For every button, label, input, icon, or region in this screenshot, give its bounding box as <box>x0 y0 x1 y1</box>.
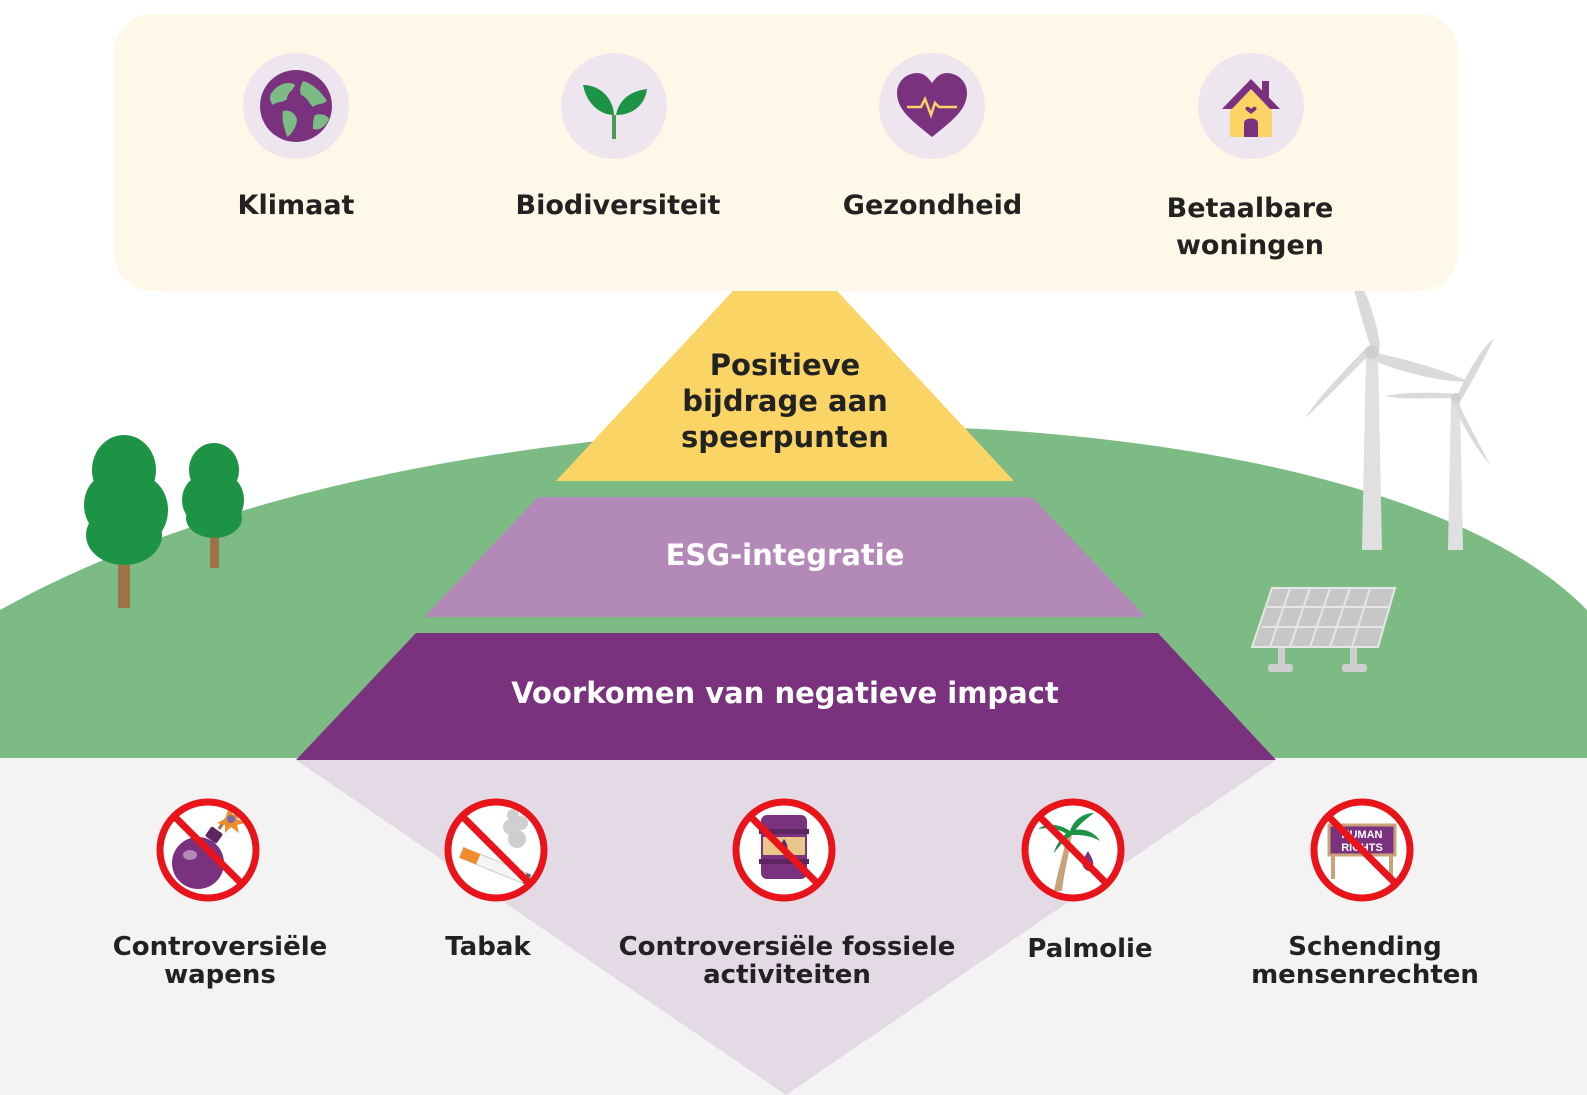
pyramid-tier-bottom <box>296 633 1276 760</box>
heart-pulse-icon <box>879 53 985 159</box>
exclusion-label-palmolie: Palmolie <box>1027 934 1153 964</box>
focus-area-label-betaalbare-woningen: Betaalbare woningen <box>1166 193 1334 261</box>
globe-icon <box>243 53 349 159</box>
exclusion-label-controversiele-wapens: Controversiële wapens <box>112 932 328 990</box>
palm-tree-icon <box>1018 795 1128 905</box>
solar-panel <box>1250 587 1397 672</box>
cigarette-icon <box>441 795 551 905</box>
exclusion-label-controversiele-fossiele-activiteiten: Controversiële fossiele activiteiten <box>618 932 956 990</box>
pyramid-top-label: Positieve bijdrage aan speerpunten <box>681 348 889 454</box>
house-icon <box>1198 53 1304 159</box>
human-rights-sign-icon: HUMAN RIGHTS <box>1307 795 1417 905</box>
wind-turbine-small <box>1385 338 1494 550</box>
exclusion-label-tabak: Tabak <box>445 932 531 962</box>
bomb-icon <box>153 795 263 905</box>
tree-large <box>84 435 168 608</box>
sprout-icon <box>561 53 667 159</box>
focus-area-label-klimaat: Klimaat <box>237 190 355 221</box>
pyramid-tier-middle <box>424 497 1146 617</box>
exclusion-label-schending-mensenrechten: Schending mensenrechten <box>1251 932 1479 990</box>
pyramid-tier-top <box>556 235 1014 481</box>
focus-area-label-biodiversiteit: Biodiversiteit <box>515 190 721 221</box>
tree-small <box>182 443 244 568</box>
pyramid-bottom-label: Voorkomen van negatieve impact <box>511 676 1059 710</box>
oil-barrel-icon <box>729 795 839 905</box>
pyramid-middle-label: ESG-integratie <box>665 538 905 572</box>
focus-area-label-gezondheid: Gezondheid <box>842 190 1023 221</box>
